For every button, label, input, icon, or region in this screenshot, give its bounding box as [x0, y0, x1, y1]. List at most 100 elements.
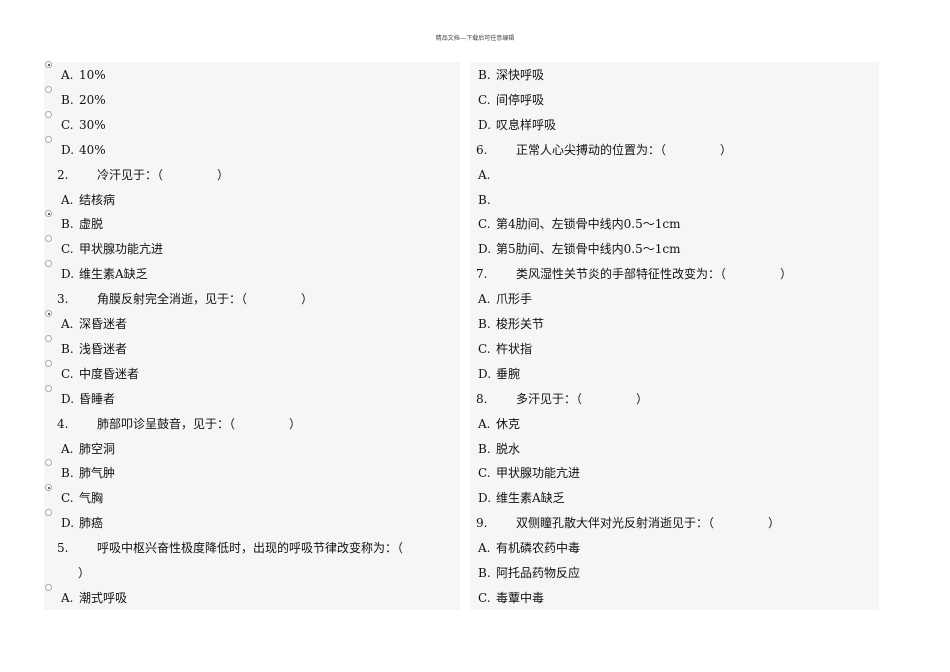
option-letter: A.	[478, 292, 491, 306]
option-letter: C.	[478, 466, 491, 480]
answer-option: C.杵状指	[478, 337, 532, 362]
radio-button[interactable]	[45, 584, 52, 591]
option-text: 阿托品药物反应	[496, 566, 581, 580]
option-text: 叹息样呼吸	[496, 118, 557, 132]
question-stem: 2. 冷汗见于：（ ）	[57, 163, 229, 188]
option-letter: B.	[61, 466, 74, 480]
question-text: 双侧瞳孔散大伴对光反射消逝见于：（	[516, 516, 715, 530]
option-text: 浅昏迷者	[79, 342, 128, 356]
question-text: 冷汗见于：（	[97, 168, 164, 182]
answer-option[interactable]: D.肺癌	[45, 509, 104, 536]
radio-button[interactable]	[45, 310, 52, 317]
option-text: 40%	[79, 143, 106, 157]
question-close: ）	[780, 267, 793, 281]
answer-option: B.	[478, 188, 496, 213]
answer-option: A.结核病	[61, 188, 115, 213]
question-number: 6.	[476, 143, 488, 157]
answer-option[interactable]: D.40%	[45, 136, 106, 163]
option-letter: C.	[478, 93, 491, 107]
radio-button[interactable]	[45, 86, 52, 93]
option-letter: B.	[478, 566, 491, 580]
option-text: 维生素A缺乏	[79, 267, 148, 281]
option-letter: C.	[478, 342, 491, 356]
answer-option[interactable]: B.虚脱	[45, 210, 103, 237]
answer-option[interactable]: D. 维生素A缺乏	[45, 260, 148, 287]
option-letter: A.	[61, 442, 74, 456]
answer-option[interactable]: B. 浅昏迷者	[45, 335, 128, 362]
answer-option: C.甲状腺功能亢进	[478, 461, 580, 486]
radio-button[interactable]	[45, 335, 52, 342]
radio-button[interactable]	[45, 509, 52, 516]
radio-button[interactable]	[45, 136, 52, 143]
answer-option[interactable]: A.10%	[45, 61, 106, 88]
question-close: ）	[301, 292, 314, 306]
option-letter: D.	[61, 267, 75, 281]
option-text: 10%	[79, 68, 106, 82]
question-text: 正常人心尖搏动的位置为：（	[516, 143, 667, 157]
radio-button[interactable]	[45, 235, 52, 242]
question-number: 4.	[57, 417, 69, 431]
question-text: 肺部叩诊呈鼓音，见于：（	[97, 417, 236, 431]
option-text: 脱水	[496, 442, 521, 456]
answer-option[interactable]: C.甲状腺功能亢进	[45, 235, 163, 262]
question-text: 角膜反射完全消逝，见于：（	[97, 292, 248, 306]
question-close: ）	[217, 168, 230, 182]
question-number: 3.	[57, 292, 69, 306]
question-close: ）	[289, 417, 302, 431]
radio-button[interactable]	[45, 260, 52, 267]
option-letter: C.	[478, 217, 491, 231]
option-text: 深快呼吸	[496, 68, 545, 82]
option-text: 30%	[79, 118, 106, 132]
option-letter: A.	[478, 417, 491, 431]
question-close: ）	[768, 516, 781, 530]
question-stem: 3. 角膜反射完全消逝，见于：（ ）	[57, 287, 313, 312]
option-text: 气胸	[79, 491, 104, 505]
question-stem: 8.多汗见于：（）	[476, 387, 648, 412]
answer-option[interactable]: B.20%	[45, 86, 106, 113]
option-letter: B.	[478, 68, 491, 82]
option-letter: D.	[478, 367, 492, 381]
question-number: 8.	[476, 392, 488, 406]
radio-button[interactable]	[45, 459, 52, 466]
option-text: 肺癌	[79, 516, 104, 530]
continuation-text: ）	[78, 566, 91, 580]
radio-button[interactable]	[45, 484, 52, 491]
option-letter: B.	[61, 217, 74, 231]
option-letter: C.	[61, 491, 74, 505]
answer-option: D. 叹息样呼吸	[478, 113, 556, 138]
option-text: 爪形手	[496, 292, 533, 306]
option-letter: C.	[61, 118, 74, 132]
radio-button[interactable]	[45, 61, 52, 68]
question-text: 呼吸中枢兴奋性极度降低时，出现的呼吸节律改变称为：（	[97, 541, 404, 555]
answer-option: A.肺空洞	[61, 437, 115, 462]
answer-option: B. 脱水	[478, 437, 520, 462]
question-number: 2.	[57, 168, 69, 182]
answer-option[interactable]: A.潮式呼吸	[45, 584, 127, 611]
answer-option[interactable]: D.昏睡者	[45, 385, 115, 412]
option-text: 垂腕	[496, 367, 521, 381]
radio-button[interactable]	[45, 360, 52, 367]
radio-button[interactable]	[45, 111, 52, 118]
answer-option[interactable]: B.肺气肿	[45, 459, 115, 486]
answer-option[interactable]: C.中度昏迷者	[45, 360, 139, 387]
option-text: 梭形关节	[496, 317, 545, 331]
option-letter: D.	[478, 118, 492, 132]
option-letter: B.	[61, 342, 74, 356]
option-letter: A.	[61, 591, 74, 605]
option-letter: A.	[478, 541, 491, 555]
question-close: ）	[636, 392, 649, 406]
option-letter: B.	[478, 442, 491, 456]
option-text: 第4肋间、左锁骨中线内0.5～1cm	[496, 217, 681, 231]
answer-option: B. 阿托品药物反应	[478, 561, 580, 586]
answer-option: A. 爪形手	[478, 287, 532, 312]
answer-option[interactable]: C. 30%	[45, 111, 106, 138]
answer-option[interactable]: C. 气胸	[45, 484, 104, 511]
option-text: 深昏迷者	[79, 317, 128, 331]
radio-button[interactable]	[45, 385, 52, 392]
option-letter: D.	[478, 491, 492, 505]
option-text: 第5肋间、左锁骨中线内0.5～1cm	[496, 242, 681, 256]
answer-option[interactable]: A.深昏迷者	[45, 310, 128, 337]
option-letter: B.	[478, 193, 491, 207]
radio-button[interactable]	[45, 210, 52, 217]
answer-option: C. 第4肋间、左锁骨中线内0.5～1cm	[478, 212, 680, 237]
